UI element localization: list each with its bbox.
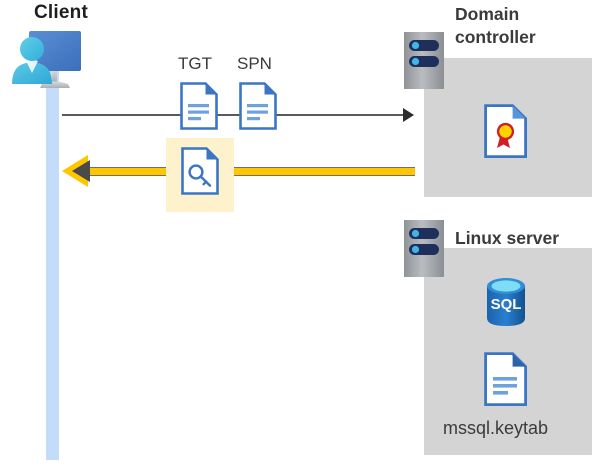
response-flow-arrowhead-icon	[72, 160, 90, 182]
keytab-file-label: mssql.keytab	[443, 418, 549, 438]
certificate-document-icon	[484, 104, 527, 158]
domain-controller-server-icon	[404, 32, 444, 89]
request-flow-arrowhead-icon	[403, 108, 414, 122]
domain-controller-title: Domain controller	[455, 4, 536, 47]
spn-label: SPN	[237, 54, 272, 73]
sql-database-icon: SQL	[487, 278, 525, 326]
service-ticket-key-document-icon	[181, 147, 219, 195]
tgt-document-icon	[180, 82, 218, 130]
linux-server-title: Linux server	[455, 228, 560, 248]
spn-document-icon	[239, 82, 277, 130]
linux-server-icon	[404, 220, 444, 277]
request-flow-line	[62, 114, 407, 116]
tgt-label: TGT	[178, 54, 212, 73]
client-lifeline	[46, 62, 59, 460]
client-title: Client	[34, 2, 88, 23]
client-computer-user-icon	[12, 31, 81, 88]
svg-text:SQL: SQL	[491, 296, 522, 313]
keytab-document-icon	[484, 352, 527, 406]
response-flow-line	[70, 167, 415, 176]
